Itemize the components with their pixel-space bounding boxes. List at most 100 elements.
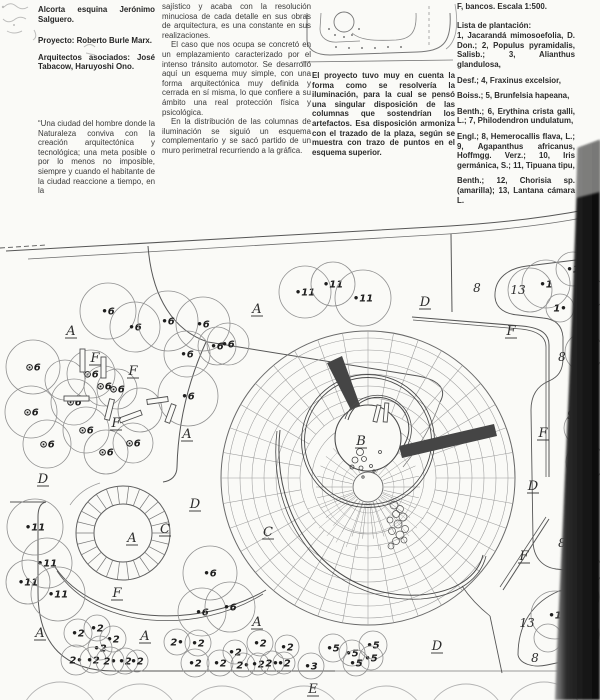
tree-canopy-circle (22, 419, 72, 469)
plant-list-item: 1, Jacarandá mimosoefolia, D. Don.; 2, P… (457, 31, 575, 69)
edge-tree-circle (510, 681, 578, 700)
tree-canopy-circle (259, 650, 285, 676)
pergola-tick (96, 494, 107, 510)
project-author: Proyecto: Roberto Burle Marx. (38, 36, 152, 46)
edge-tree-circle (191, 685, 253, 700)
tree-canopy-circle (318, 633, 348, 663)
edge-tree-circle (433, 683, 499, 700)
plaza-spoke (317, 541, 346, 617)
plaza-spoke (411, 365, 463, 427)
shaded-ramp-northwest (327, 356, 361, 412)
article-column-2: sajístico y acaba con la resolución minu… (162, 2, 311, 156)
plaza-spoke (431, 500, 507, 529)
tree-species-label: ⊙6 (83, 370, 98, 381)
platform-hook-wall (347, 396, 410, 446)
tree-species-label: ⊙6 (23, 408, 38, 419)
tree-species-label: •11 (37, 559, 57, 570)
ink-speck (13, 24, 15, 26)
scale-caption: F, bancos. Escala 1:500. (457, 2, 547, 11)
zone-letter-label: D (189, 497, 201, 512)
platform-dot (351, 456, 359, 464)
zone-number-label: 8 (473, 281, 481, 295)
perimeter-wall-f1 (411, 316, 550, 477)
plant-list-title: Lista de plantación: (457, 20, 532, 30)
tree-canopy-circle (230, 652, 256, 678)
plaza-dot (392, 510, 400, 518)
zone-a-top-boundary (147, 245, 444, 403)
east-planting-boundary (494, 258, 585, 572)
hub-spoke (345, 501, 363, 548)
pergola-tick (81, 546, 98, 556)
pergola-tick (77, 521, 95, 527)
plaza-spoke (229, 427, 305, 456)
article-paragraph: En la distribución de las columnas de il… (162, 117, 311, 155)
zone-labels: AAAAAAABCCDDDDDEFFFFFFF88889101313 (34, 281, 596, 697)
plaza-dot (398, 512, 408, 522)
tree-species-label: 2• (236, 661, 249, 672)
platform-dot (361, 475, 365, 479)
tree-canopy-circle (163, 628, 191, 656)
hub-spoke (382, 465, 416, 481)
plaza-spoke (411, 529, 463, 591)
article-column-3: El proyecto tuvo muy en cuenta la forma … (312, 71, 455, 157)
tree-species-label: •11 (18, 578, 38, 589)
tree-canopy-circle (6, 498, 64, 556)
tree-canopy-circle (44, 359, 86, 401)
hub-spoke (383, 475, 419, 484)
tree-canopy-circle (184, 629, 212, 657)
tree-canopy-circle (246, 629, 274, 657)
tree-species-label: •6 (196, 320, 209, 331)
sketch-right-curve (445, 3, 458, 50)
tree-species-label: •5 (326, 644, 339, 655)
sketch-fountain-circle (333, 11, 355, 33)
plant-list-item: Benth.; 6, Erythina crista galli, L.; 7,… (457, 106, 575, 126)
tree-species-label: •11 (295, 288, 315, 299)
tree-species-label: •11 (353, 294, 373, 305)
tree-canopy-circle (60, 644, 92, 676)
plaza-dot (393, 519, 403, 529)
tree-species-label: 2• (170, 638, 183, 649)
pergola-tick (87, 501, 102, 515)
pergola-tick (116, 486, 120, 505)
central-platform-b (334, 404, 402, 472)
pergola-walk-arc (54, 566, 267, 617)
sketch-outer-outline (306, 12, 451, 56)
zone-letter-label: D (431, 639, 443, 654)
scribble-mark (83, 44, 96, 56)
zone-letter-label: D (419, 295, 431, 310)
tree-canopy-circle (163, 330, 211, 378)
sketch-inner-outline (319, 12, 361, 43)
zone-letter-label: A (34, 626, 44, 641)
ink-speck (1, 5, 5, 9)
hub-spoke (317, 475, 353, 484)
zone-number-label: 13 (510, 283, 526, 297)
hub-spoke (325, 456, 356, 478)
plant-list-item: Benth.; 12, Chorisia sp. (amarilla); 13,… (457, 176, 575, 205)
bench-rect (103, 398, 116, 421)
tree-canopy-circle (63, 618, 93, 648)
plaza-spoke (390, 541, 419, 617)
plaza-spoke (379, 544, 394, 623)
pergola-inner-circle (93, 503, 153, 563)
hub-spoke (373, 501, 391, 548)
plaza-spoke (426, 511, 496, 552)
hub-spoke (351, 502, 364, 537)
tree-canopy-circle (206, 649, 234, 677)
tree-species-label: ⊙6 (39, 440, 54, 451)
plaza-spoke (294, 350, 335, 420)
tree-species-label: ⊙6 (109, 385, 124, 396)
plaza-spoke (273, 529, 325, 591)
tree-canopy-circle (274, 634, 300, 660)
plaza-spoke (434, 489, 513, 504)
tree-canopy-circle (79, 282, 137, 340)
plaza-dot (388, 527, 396, 535)
plaza-dot (396, 505, 404, 513)
pergola-tick (77, 539, 95, 545)
tree-canopy-circle (310, 261, 356, 307)
pergola-tick (106, 488, 114, 507)
tree-canopy-circle (79, 646, 107, 674)
tree-species-label: •11 (323, 280, 343, 291)
hub-spoke (372, 502, 385, 537)
tree-species-label: •11 (25, 523, 45, 534)
